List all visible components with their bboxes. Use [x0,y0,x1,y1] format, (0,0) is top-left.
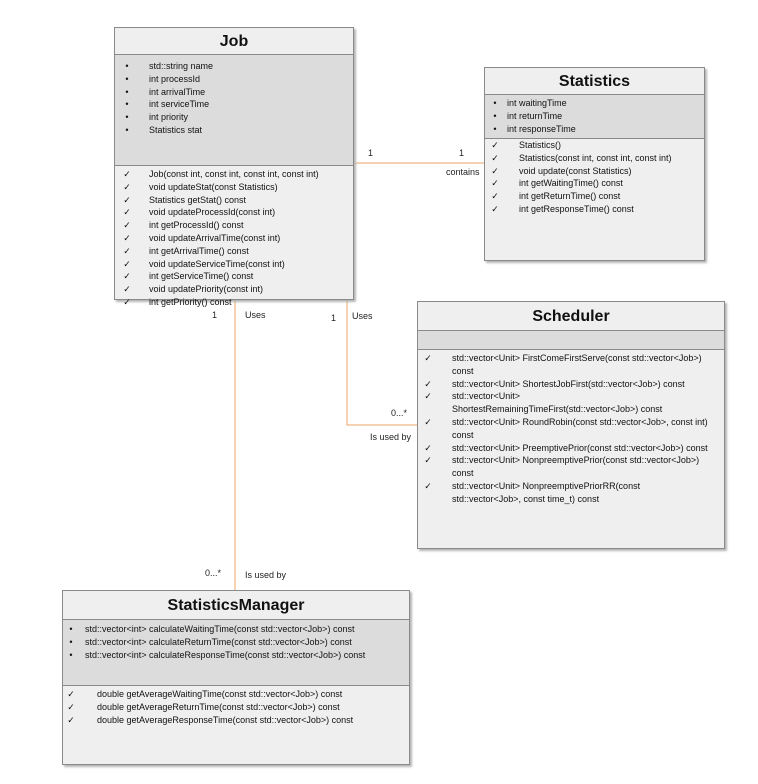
scheduler-attributes [418,331,724,350]
attribute-row: •std::string name [125,61,214,71]
scheduler-class-title: Scheduler [418,302,724,331]
method-row: ✓int getResponseTime() const [491,203,634,214]
attribute-row: •int priority [125,112,189,123]
method-row: ✓double getAverageReturnTime(const std::… [67,701,340,712]
attribute-row: •int returnTime [493,110,563,121]
method-row: ✓int getPriority() const [123,296,232,307]
method-row: ✓std::vector<Unit> ShortestRemainingTime… [424,391,663,415]
method-row: ✓std::vector<Unit> NonpreemptivePrior(co… [424,455,700,479]
method-row: ✓std::vector<Unit> NonpreemptivePriorRR(… [424,480,641,504]
attribute-row: •Statistics stat [125,124,203,135]
job-attributes: •std::string name •int processId •int ar… [115,55,353,166]
job-statsmanager-target-multiplicity: 0...* [205,568,222,578]
job-statistics-right-multiplicity: 1 [459,148,465,158]
job-statistics-label: contains [446,167,480,177]
attribute-row: •std::vector<int> calculateReturnTime(co… [69,636,352,647]
method-row: ✓int getArrivalTime() const [123,245,249,256]
statistics-attributes: •int waitingTime •int returnTime •int re… [485,95,704,139]
job-statistics-left-multiplicity: 1 [368,148,374,158]
job-scheduler-source-multiplicity: 1 [331,313,337,323]
job-statsmanager-source-label: Uses [245,310,266,320]
method-row: ✓void update(const Statistics) [491,165,632,176]
method-row: ✓void updateArrivalTime(const int) [123,232,281,243]
statistics-class-title: Statistics [485,68,704,95]
method-row: ✓std::vector<Unit> FirstComeFirstServe(c… [424,353,702,376]
job-methods: ✓Job(const int, const int, const int, co… [115,166,353,309]
job-statsmanager-target-label: Is used by [245,570,287,580]
statistics-manager-attributes: •std::vector<int> calculateWaitingTime(c… [63,620,409,686]
statistics-methods: ✓Statistics() ✓Statistics(const int, con… [485,139,704,216]
method-row: ✓double getAverageResponseTime(const std… [67,714,354,725]
method-row: ✓std::vector<Unit> ShortestJobFirst(std:… [424,378,685,389]
method-row: ✓Job(const int, const int, const int, co… [123,169,319,179]
job-class-box: Job •std::string name •int processId •in… [114,27,354,307]
job-scheduler-target-multiplicity: 0...* [391,408,408,418]
method-row: ✓std::vector<Unit> PreemptivePrior(const… [424,442,708,453]
job-statsmanager-source-multiplicity: 1 [212,310,218,320]
scheduler-methods: ✓std::vector<Unit> FirstComeFirstServe(c… [418,350,724,506]
method-row: ✓int getReturnTime() const [491,191,621,202]
scheduler-class-box: Scheduler ✓std::vector<Unit> FirstComeFi… [417,301,725,549]
method-row: ✓int getProcessId() const [123,220,244,231]
method-row: ✓int getServiceTime() const [123,271,254,282]
method-row: ✓void updateServiceTime(const int) [123,258,285,269]
attribute-row: •int waitingTime [493,98,567,108]
job-scheduler-source-label: Uses [352,311,373,321]
method-row: ✓double getAverageWaitingTime(const std:… [67,689,343,699]
job-class-title: Job [115,28,353,55]
attribute-row: •std::vector<int> calculateResponseTime(… [69,649,366,660]
attribute-row: •int serviceTime [125,99,210,110]
statistics-manager-methods: ✓double getAverageWaitingTime(const std:… [63,686,409,726]
method-row: ✓int getWaitingTime() const [491,178,623,189]
method-row: ✓Statistics() [491,140,562,150]
attribute-row: •int processId [125,73,201,84]
statistics-class-box: Statistics •int waitingTime •int returnT… [484,67,705,261]
job-scheduler-target-label: Is used by [370,432,412,442]
method-row: ✓void updatePriority(const int) [123,284,264,295]
statistics-manager-class-box: StatisticsManager •std::vector<int> calc… [62,590,410,765]
attribute-row: •int responseTime [493,123,576,134]
method-row: ✓void updateProcessId(const int) [123,207,276,218]
method-row: ✓void updateStat(const Statistics) [123,181,278,192]
method-row: ✓std::vector<Unit> RoundRobin(const std:… [424,416,708,440]
attribute-row: •std::vector<int> calculateWaitingTime(c… [69,624,355,634]
attribute-row: •int arrivalTime [125,86,206,97]
job-scheduler-connector [346,300,418,426]
method-row: ✓Statistics(const int, const int, const … [491,152,672,163]
statistics-manager-class-title: StatisticsManager [63,591,409,620]
method-row: ✓Statistics getStat() const [123,194,247,205]
